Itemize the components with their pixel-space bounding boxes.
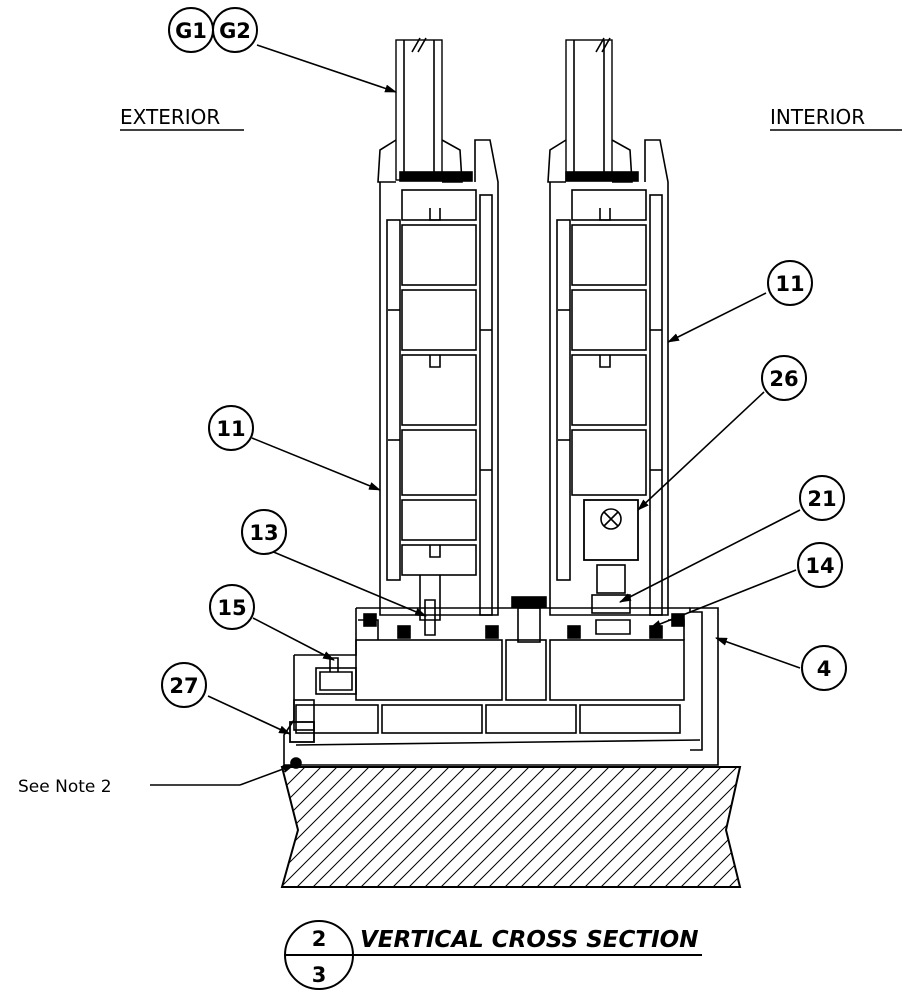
svg-text:26: 26: [769, 367, 798, 391]
section-title: VERTICAL CROSS SECTION: [360, 927, 698, 953]
callout-g1: G1: [168, 7, 214, 53]
callout-14: 14: [797, 542, 843, 588]
svg-text:13: 13: [249, 521, 278, 545]
concrete-substrate: [280, 766, 742, 888]
svg-text:27: 27: [169, 674, 198, 698]
callout-11-interior: 11: [767, 260, 813, 306]
svg-text:15: 15: [217, 596, 246, 620]
svg-text:4: 4: [817, 657, 832, 681]
svg-text:14: 14: [805, 554, 834, 578]
svg-text:G1: G1: [175, 19, 207, 43]
side-label-exterior: EXTERIOR: [120, 105, 244, 131]
frame-sill: [283, 575, 719, 769]
callout-27: 27: [161, 662, 207, 708]
callout-21: 21: [799, 475, 845, 521]
note-label: See Note 2: [18, 777, 112, 797]
svg-text:G2: G2: [219, 19, 251, 43]
callout-g2: G2: [212, 7, 258, 53]
svg-text:11: 11: [775, 272, 804, 296]
callout-4: 4: [801, 645, 847, 691]
callout-11-exterior: 11: [208, 405, 254, 451]
side-label-interior: INTERIOR: [770, 105, 902, 131]
section-title-block: 2 3 VERTICAL CROSS SECTION: [284, 920, 702, 990]
callout-26: 26: [761, 355, 807, 401]
callout-15: 15: [209, 584, 255, 630]
svg-text:EXTERIOR: EXTERIOR: [120, 105, 220, 129]
svg-text:INTERIOR: INTERIOR: [770, 105, 865, 129]
sheet-number: 3: [312, 963, 327, 987]
svg-text:21: 21: [807, 487, 836, 511]
right-sash: [547, 37, 669, 616]
callout-13: 13: [241, 509, 287, 555]
leader-lines: [150, 44, 801, 786]
left-sash: [377, 37, 499, 616]
section-number: 2: [312, 927, 327, 951]
svg-text:11: 11: [216, 417, 245, 441]
